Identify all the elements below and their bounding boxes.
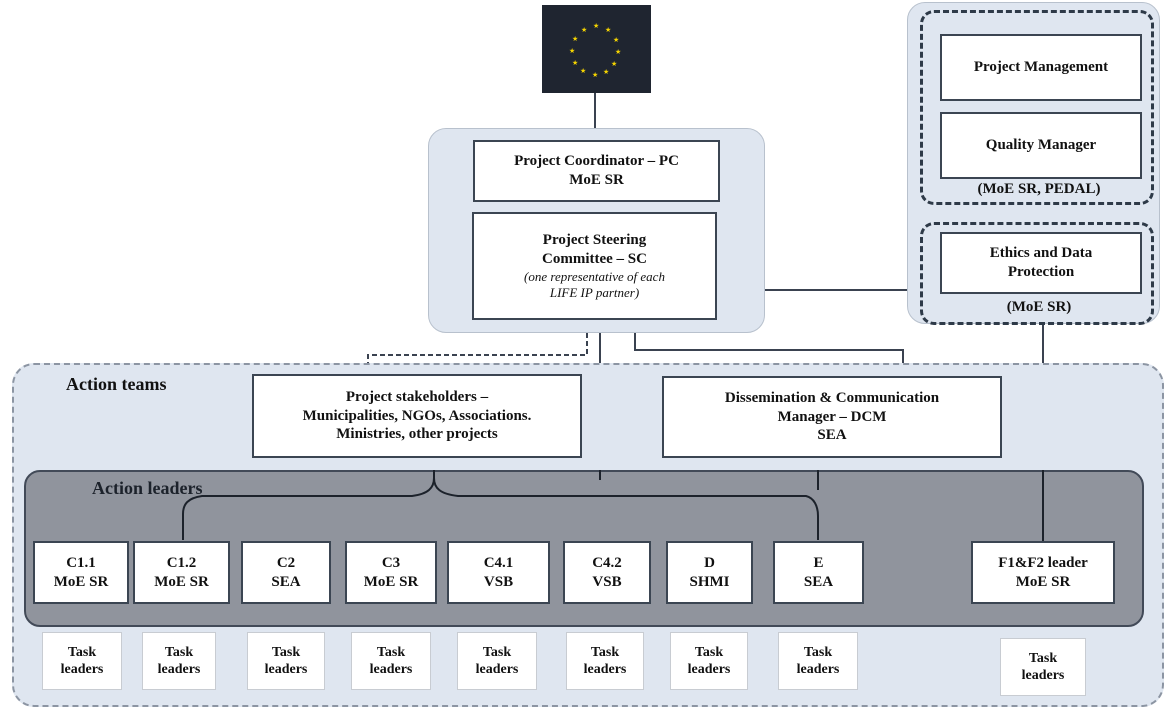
task-label-2: leaders — [796, 662, 840, 677]
task-leaders-f: Task leaders — [1000, 638, 1086, 696]
action-leader-org: MoE SR — [363, 573, 419, 590]
task-label-2: leaders — [60, 662, 104, 677]
ethics-group — [920, 222, 1154, 325]
action-leaders-title: Action leaders — [92, 478, 203, 498]
task-leaders-d: Task leaders — [670, 632, 748, 690]
task-label-2: leaders — [369, 662, 413, 677]
task-label-2: leaders — [264, 662, 308, 677]
stakeholders-line-3: Ministries, other projects — [336, 426, 498, 443]
stakeholders-line-2: Municipalities, NGOs, Associations. — [302, 407, 532, 424]
task-label-1: Task — [376, 644, 406, 660]
action-leader-c2: C2 SEA — [241, 541, 331, 604]
task-label-1: Task — [694, 644, 724, 660]
ethics-box: Ethics and Data Protection — [940, 232, 1142, 294]
coordinator-org: MoE SR — [569, 172, 624, 188]
dcm-line-2: Manager – DCM — [777, 408, 887, 425]
task-label-1: Task — [803, 644, 833, 660]
action-leader-org: SHMI — [689, 573, 730, 590]
action-leader-c3: C3 MoE SR — [345, 541, 437, 604]
task-leaders-c4-1: Task leaders — [457, 632, 537, 690]
task-label-2: leaders — [687, 662, 731, 677]
ethics-label-1: Ethics and Data — [989, 245, 1093, 262]
ethics-label-2: Protection — [1007, 264, 1075, 280]
task-label-2: leaders — [1021, 668, 1065, 683]
project-management-box: Project Management — [940, 34, 1142, 101]
eu-flag-icon: ★ ★ ★ ★ ★ ★ ★ ★ ★ ★ ★ ★ — [542, 5, 651, 93]
action-leader-d: D SHMI — [666, 541, 753, 604]
dcm-box: Dissemination & Communication Manager – … — [662, 376, 1002, 458]
ethics-group-label: (MoE SR) — [1006, 299, 1072, 315]
steering-note-2: LIFE IP partner) — [549, 284, 640, 300]
action-leader-code: D — [704, 554, 715, 571]
task-label-1: Task — [164, 644, 194, 660]
action-leader-code: C2 — [276, 554, 296, 571]
management-group — [920, 10, 1154, 205]
action-leader-code: C1.1 — [66, 554, 96, 571]
quality-manager-label: Quality Manager — [985, 137, 1097, 154]
f-leader-title: F1&F2 leader — [998, 554, 1088, 571]
task-leaders-e: Task leaders — [778, 632, 858, 690]
action-leader-org: SEA — [271, 573, 301, 590]
action-leader-code: C3 — [381, 554, 401, 571]
task-label-1: Task — [482, 644, 512, 660]
project-management-label: Project Management — [973, 59, 1109, 76]
task-label-1: Task — [590, 644, 620, 660]
action-leader-code: C1.2 — [166, 554, 197, 571]
task-label-2: leaders — [157, 662, 201, 677]
action-teams-title: Action teams — [66, 374, 167, 394]
task-label-1: Task — [67, 644, 97, 660]
action-leader-org: MoE SR — [53, 573, 109, 590]
management-group-label: (MoE SR, PEDAL) — [977, 181, 1101, 197]
task-label-1: Task — [271, 644, 301, 660]
action-leader-c1-2: C1.2 MoE SR — [133, 541, 230, 604]
dcm-line-3: SEA — [817, 427, 847, 444]
project-coordinator-box: Project Coordinator – PC MoE SR — [473, 140, 720, 202]
task-leaders-c1-2: Task leaders — [142, 632, 216, 690]
action-leader-c1-1: C1.1 MoE SR — [33, 541, 129, 604]
action-leader-c4-2: C4.2 VSB — [563, 541, 651, 604]
task-leaders-c1-1: Task leaders — [42, 632, 122, 690]
task-label-2: leaders — [475, 662, 519, 677]
action-leader-code: C4.1 — [483, 554, 514, 571]
action-leader-org: SEA — [803, 573, 834, 590]
coordinator-title: Project Coordinator – PC — [514, 153, 679, 170]
action-leader-org: MoE SR — [154, 573, 209, 590]
action-leader-code: C4.2 — [592, 554, 622, 571]
steering-committee-box: Project Steering Committee – SC (one rep… — [472, 212, 717, 320]
task-leaders-c4-2: Task leaders — [566, 632, 644, 690]
action-leader-e: E SEA — [773, 541, 864, 604]
action-leader-org: VSB — [592, 573, 622, 590]
task-label-1: Task — [1028, 650, 1058, 666]
task-label-2: leaders — [583, 662, 627, 677]
action-leader-c4-1: C4.1 VSB — [447, 541, 550, 604]
steering-title-2: Committee – SC — [542, 250, 647, 267]
steering-note-1: (one representative of each — [524, 268, 665, 284]
f-leader-org: MoE SR — [1015, 573, 1071, 590]
dcm-line-1: Dissemination & Communication — [724, 389, 940, 406]
f1-f2-leader-box: F1&F2 leader MoE SR — [971, 541, 1115, 604]
quality-manager-box: Quality Manager — [940, 112, 1142, 179]
action-leader-org: VSB — [483, 573, 514, 590]
stakeholders-box: Project stakeholders – Municipalities, N… — [252, 374, 582, 458]
steering-title-1: Project Steering — [542, 232, 647, 248]
action-leader-code: E — [813, 554, 824, 571]
task-leaders-c2: Task leaders — [247, 632, 325, 690]
task-leaders-c3: Task leaders — [351, 632, 431, 690]
stakeholders-line-1: Project stakeholders – — [345, 388, 489, 405]
